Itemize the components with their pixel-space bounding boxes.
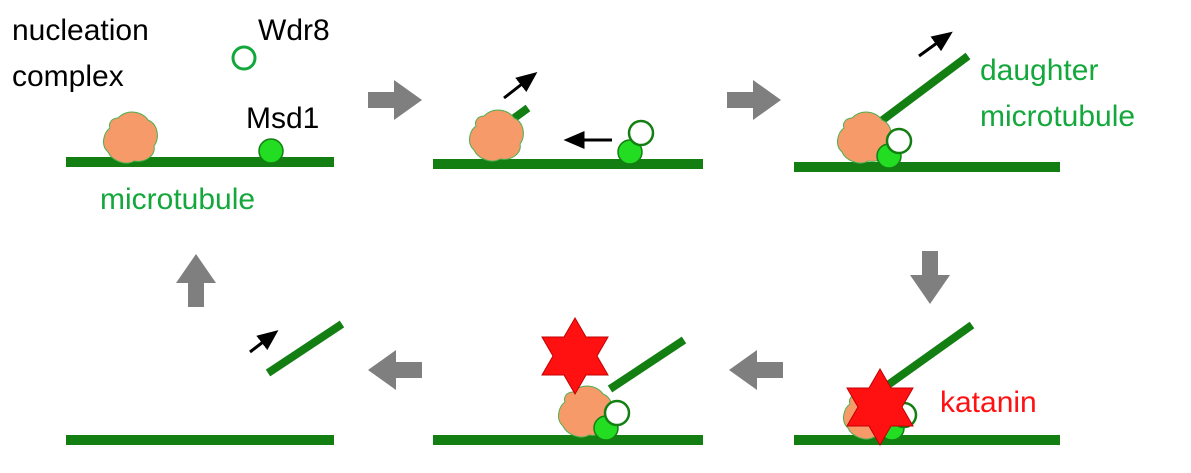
- msd1-icon: [258, 138, 284, 164]
- panel-1: nucleation complex Wdr8 Msd1 microtubule: [12, 14, 334, 216]
- daughter-microtubule: [869, 52, 971, 132]
- label-microtubule: microtubule: [100, 183, 255, 216]
- mother-microtubule: [66, 157, 334, 167]
- nucleation-complex-icon: [103, 111, 158, 164]
- label-nucleation: nucleation: [12, 14, 149, 47]
- panel-2: [433, 72, 703, 169]
- flow-arrow-right-1-icon: [368, 80, 422, 120]
- label-msd1: Msd1: [246, 102, 319, 135]
- mother-microtubule: [433, 159, 703, 169]
- label-daughter-microtubule: microtubule: [980, 100, 1135, 133]
- katanin-star-icon: [846, 368, 914, 446]
- motion-arrow-icon: [249, 330, 279, 354]
- mother-microtubule: [794, 162, 1060, 172]
- flow-arrow-left-2-icon: [368, 350, 422, 390]
- label-complex: complex: [12, 60, 124, 93]
- nucleation-complex-icon: [469, 109, 524, 162]
- panel-3: daughter microtubule: [794, 31, 1135, 172]
- label-katanin: katanin: [940, 386, 1037, 419]
- mother-microtubule: [794, 435, 1060, 445]
- flow-arrow-down-icon: [910, 251, 950, 304]
- label-daughter: daughter: [980, 54, 1098, 87]
- wdr8-icon: [885, 127, 913, 155]
- panel-5: [433, 317, 703, 445]
- free-daughter-microtubule: [265, 320, 345, 377]
- label-wdr8: Wdr8: [258, 14, 330, 47]
- flow-arrow-up-icon: [176, 254, 216, 307]
- flow-arrow-left-1-icon: [729, 350, 783, 390]
- wdr8-icon: [603, 399, 631, 427]
- panel-4: katanin: [794, 321, 1060, 446]
- wdr8-legend-icon: [231, 45, 257, 71]
- flow-arrow-right-2-icon: [727, 80, 781, 120]
- motion-arrow-icon: [918, 31, 953, 58]
- wdr8-icon: [627, 119, 655, 147]
- mother-microtubule: [433, 435, 703, 445]
- katanin-star-icon: [541, 317, 609, 395]
- released-daughter-microtubule: [607, 336, 687, 393]
- mother-microtubule: [66, 435, 334, 445]
- motion-arrow-icon: [503, 72, 538, 100]
- daughter-microtubule: [875, 321, 975, 396]
- panel-6: [66, 320, 345, 445]
